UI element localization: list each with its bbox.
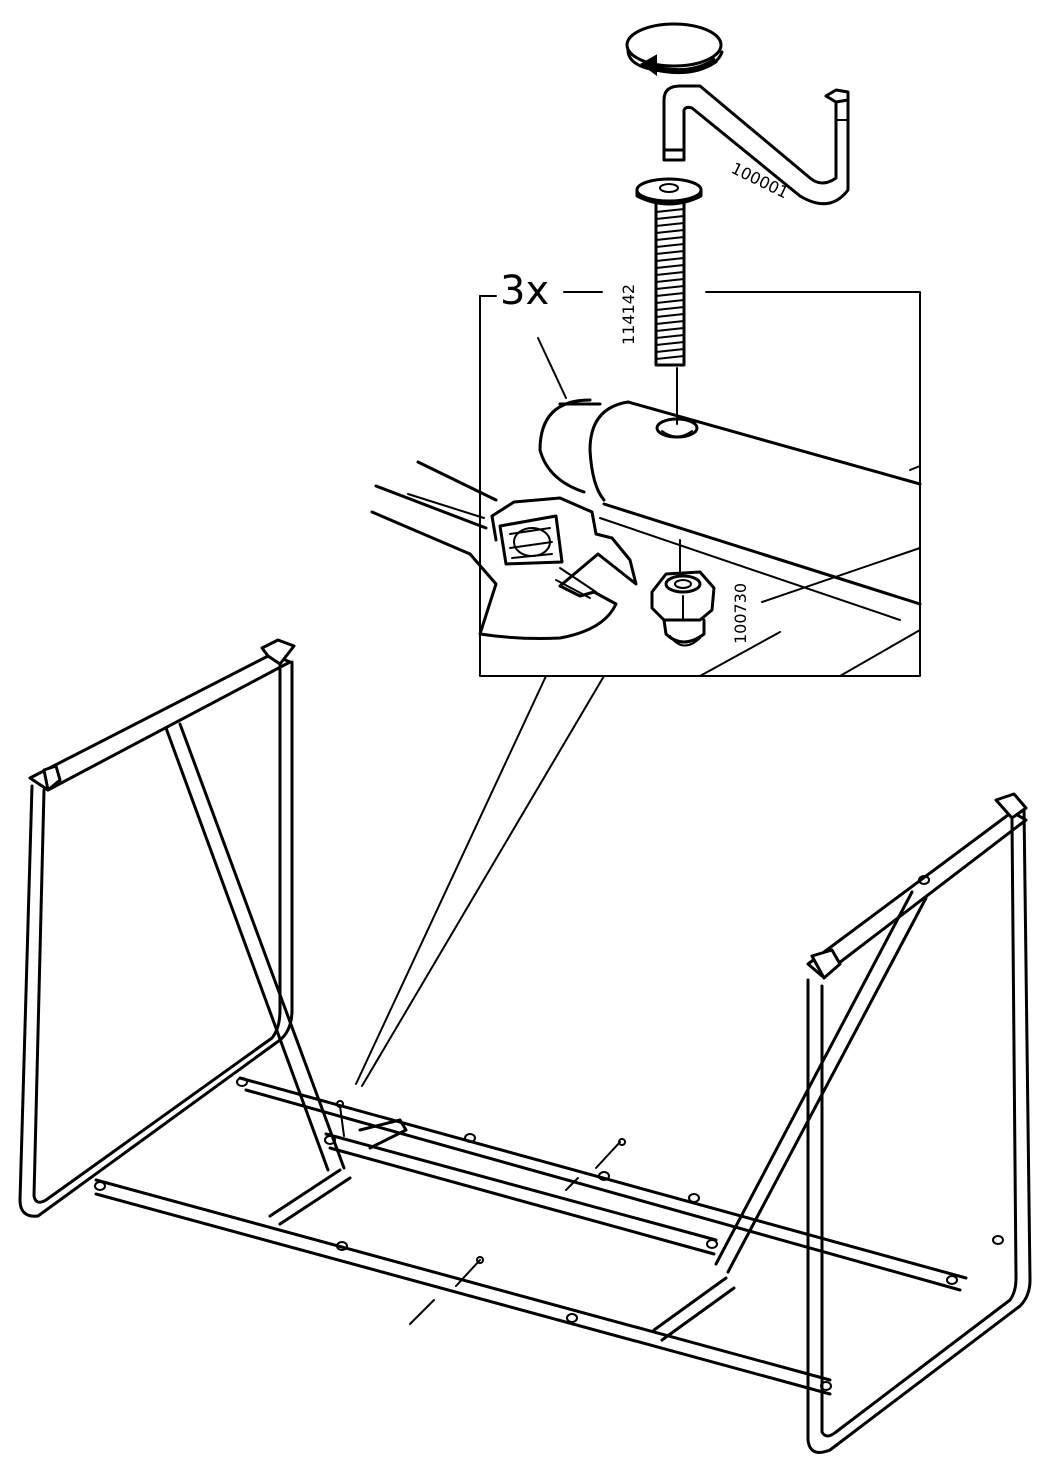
right-cross-brace bbox=[652, 1276, 728, 1332]
thread-line bbox=[655, 271, 685, 276]
thread-line bbox=[655, 341, 685, 346]
frame-hole bbox=[992, 1235, 1004, 1245]
front-rail bbox=[94, 1178, 832, 1382]
thread-line bbox=[655, 278, 685, 283]
pointer-line-left bbox=[355, 675, 547, 1085]
pointer-line-right bbox=[361, 675, 605, 1087]
frame-hole bbox=[236, 1077, 248, 1087]
nut bbox=[650, 570, 716, 647]
thread-line bbox=[655, 292, 685, 297]
thread-line bbox=[655, 313, 685, 318]
thread-line bbox=[655, 327, 685, 332]
left-end-frame bbox=[18, 638, 346, 1218]
thread-line bbox=[655, 222, 685, 227]
thread-line bbox=[655, 250, 685, 255]
frame-hole bbox=[706, 1239, 718, 1249]
thread-line bbox=[655, 208, 685, 213]
bolt-part-number: 114142 bbox=[619, 284, 638, 345]
frame-hole bbox=[598, 1171, 610, 1181]
rotate-clockwise-icon bbox=[625, 22, 724, 76]
back-rail bbox=[238, 1076, 968, 1280]
thread-line bbox=[655, 215, 685, 220]
thread-line bbox=[655, 257, 685, 262]
frame-hole bbox=[820, 1381, 832, 1391]
thread-line bbox=[655, 243, 685, 248]
allen-key bbox=[662, 84, 850, 206]
detail-callout: 100001 114142 3x bbox=[355, 22, 922, 1087]
frame-hole bbox=[464, 1133, 476, 1143]
frame-joints bbox=[94, 875, 1004, 1391]
thread-line bbox=[655, 264, 685, 269]
bolt-threads bbox=[655, 208, 685, 360]
thread-line bbox=[655, 299, 685, 304]
thread-line bbox=[655, 355, 685, 360]
thread-line bbox=[655, 320, 685, 325]
wrench bbox=[370, 460, 638, 640]
frame-hole bbox=[336, 1241, 348, 1251]
frame-hole bbox=[566, 1313, 578, 1323]
thread-line bbox=[655, 348, 685, 353]
frame-hole bbox=[324, 1135, 336, 1145]
detail-frame bbox=[479, 291, 921, 677]
screw-marks bbox=[336, 1100, 626, 1325]
bench-frame bbox=[18, 638, 1032, 1454]
middle-rail bbox=[324, 1132, 718, 1242]
frame-hole bbox=[946, 1275, 958, 1285]
right-end-frame bbox=[714, 792, 1032, 1454]
quantity-label: 3x bbox=[500, 268, 549, 314]
thread-line bbox=[655, 334, 685, 339]
thread-line bbox=[655, 229, 685, 234]
thread-line bbox=[655, 306, 685, 311]
frame-hole bbox=[94, 1181, 106, 1191]
nut-part-number: 100730 bbox=[731, 583, 750, 644]
bolt bbox=[635, 177, 703, 367]
frame-hole bbox=[688, 1193, 700, 1203]
left-cross-brace bbox=[268, 1168, 342, 1218]
tube-detail bbox=[537, 337, 922, 677]
thread-line bbox=[655, 236, 685, 241]
thread-line bbox=[655, 285, 685, 290]
frame-hole bbox=[918, 875, 930, 885]
